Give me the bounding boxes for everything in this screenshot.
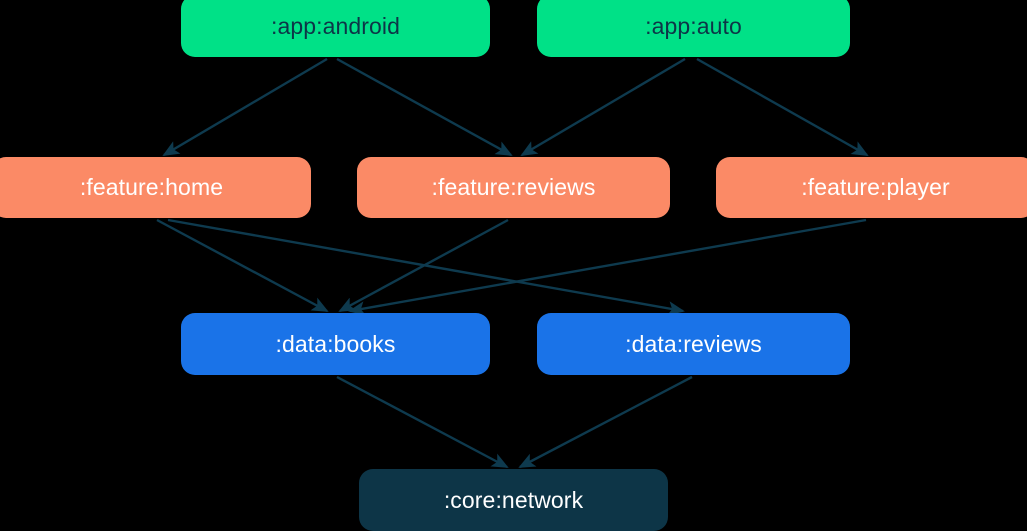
node-label-feature-player: :feature:player <box>801 174 950 200</box>
node-core-network[interactable]: :core:network <box>359 469 668 531</box>
edge-data-reviews-to-core-network <box>518 375 693 469</box>
node-label-core-network: :core:network <box>443 486 584 513</box>
edge-app-auto-to-feature-reviews <box>520 57 686 157</box>
node-label-feature-home: :feature:home <box>79 174 224 200</box>
edge-app-android-to-feature-home <box>162 57 328 157</box>
node-feature-home[interactable]: :feature:home <box>0 157 311 218</box>
node-feature-reviews[interactable]: :feature:reviews <box>357 157 670 218</box>
edge-feature-reviews-to-data-books <box>338 218 509 313</box>
edge-feature-home-to-data-books <box>156 218 329 313</box>
node-label-data-books: :data:books <box>275 330 396 357</box>
node-app-auto[interactable]: :app:auto <box>537 0 850 57</box>
node-app-android[interactable]: :app:android <box>181 0 490 57</box>
node-data-reviews[interactable]: :data:reviews <box>537 313 850 375</box>
edges-group <box>156 57 869 469</box>
edge-app-auto-to-feature-player <box>696 57 869 157</box>
node-label-data-reviews: :data:reviews <box>625 330 762 357</box>
edge-data-books-to-core-network <box>336 375 509 469</box>
node-data-books[interactable]: :data:books <box>181 313 490 375</box>
node-feature-player[interactable]: :feature:player <box>716 157 1027 218</box>
edge-feature-player-to-data-books <box>348 218 867 316</box>
edge-app-android-to-feature-reviews <box>336 57 513 157</box>
node-label-app-auto: :app:auto <box>645 12 742 39</box>
node-label-feature-reviews: :feature:reviews <box>431 174 596 200</box>
node-label-app-android: :app:android <box>270 12 401 39</box>
